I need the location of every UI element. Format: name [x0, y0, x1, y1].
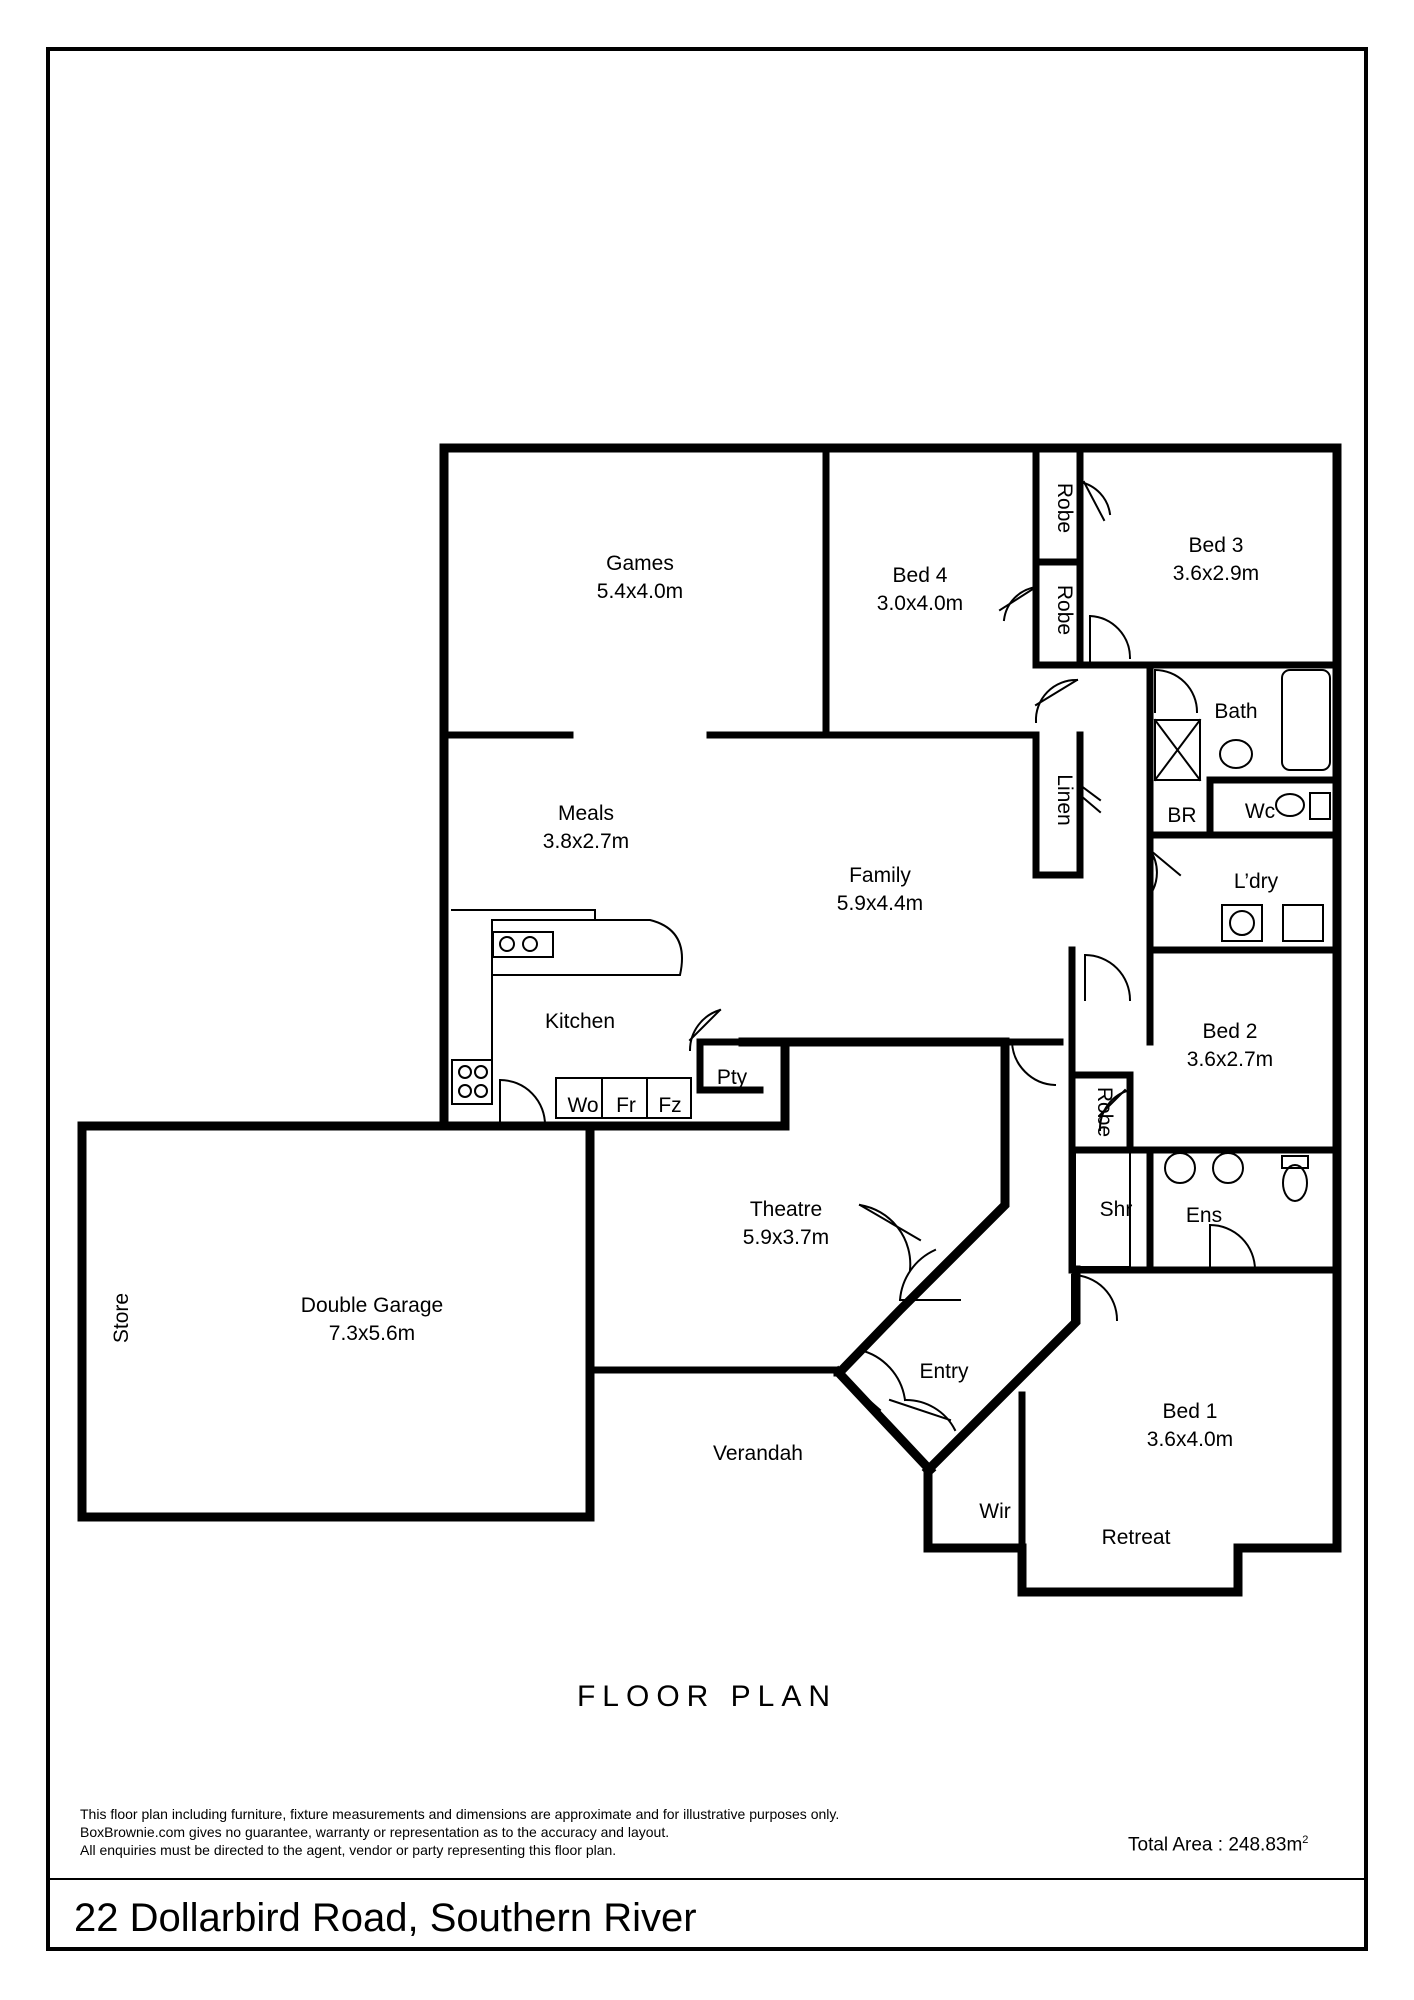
- disclaimer-line: All enquiries must be directed to the ag…: [80, 1842, 617, 1858]
- total-area: Total Area : 248.83m2: [1128, 1834, 1308, 1856]
- room-dim-games: 5.4x4.0m: [597, 580, 683, 603]
- room-label-linen: Linen: [1053, 774, 1076, 825]
- room-label-wir: Wir: [979, 1500, 1010, 1523]
- room-dim-family: 5.9x4.4m: [837, 892, 923, 915]
- room-label-pantry: Pty: [717, 1066, 748, 1089]
- total-area-label: Total Area : 248.83m: [1128, 1834, 1303, 1856]
- room-label-garage: Double Garage: [301, 1294, 443, 1317]
- room-dim-meals: 3.8x2.7m: [543, 830, 629, 853]
- room-label-verandah: Verandah: [713, 1442, 803, 1465]
- room-dim-garage: 7.3x5.6m: [329, 1322, 415, 1345]
- room-label-fr: Fr: [616, 1094, 636, 1117]
- room-label-bed1: Bed 1: [1163, 1400, 1218, 1423]
- room-label-store: Store: [110, 1293, 133, 1343]
- room-label-shr: Shr: [1100, 1198, 1133, 1221]
- room-label-kitchen: Kitchen: [545, 1010, 615, 1033]
- room-label-robe-2: Robe: [1053, 585, 1076, 635]
- room-label-meals: Meals: [558, 802, 614, 825]
- footer-divider: [48, 1878, 1366, 1880]
- room-label-ens: Ens: [1186, 1204, 1222, 1227]
- room-label-bed4: Bed 4: [893, 564, 948, 587]
- room-label-bed2: Bed 2: [1203, 1020, 1258, 1043]
- room-label-br: BR: [1167, 804, 1196, 827]
- room-dim-bed4: 3.0x4.0m: [877, 592, 963, 615]
- room-label-robe-1: Robe: [1053, 483, 1076, 533]
- room-dim-theatre: 5.9x3.7m: [743, 1226, 829, 1249]
- disclaimer: This floor plan including furniture, fix…: [80, 1805, 839, 1859]
- doors: [498, 480, 1257, 1432]
- property-address: 22 Dollarbird Road, Southern River: [74, 1896, 697, 1940]
- page-frame: [46, 47, 1368, 1951]
- room-label-family: Family: [849, 864, 911, 887]
- windows: [219, 447, 1338, 1593]
- fixtures: [451, 669, 1331, 1268]
- room-label-retreat: Retreat: [1102, 1526, 1171, 1549]
- disclaimer-line: BoxBrownie.com gives no guarantee, warra…: [80, 1824, 670, 1840]
- room-label-entry: Entry: [919, 1360, 969, 1383]
- room-label-fz: Fz: [658, 1094, 681, 1117]
- disclaimer-line: This floor plan including furniture, fix…: [80, 1806, 840, 1822]
- room-dim-bed1: 3.6x4.0m: [1147, 1428, 1233, 1451]
- total-area-unit-sup: 2: [1302, 1834, 1309, 1846]
- room-label-bath: Bath: [1214, 700, 1257, 723]
- room-label-bed3: Bed 3: [1189, 534, 1244, 557]
- room-label-robe-3: Robe: [1093, 1087, 1116, 1137]
- room-label-wc: Wc: [1245, 800, 1275, 823]
- room-dim-bed2: 3.6x2.7m: [1187, 1048, 1273, 1071]
- room-label-games: Games: [606, 552, 674, 575]
- room-label-wo: Wo: [567, 1094, 598, 1117]
- plan-title: FLOOR PLAN: [576, 1680, 838, 1713]
- room-label-theatre: Theatre: [750, 1198, 822, 1221]
- room-dim-bed3: 3.6x2.9m: [1173, 562, 1259, 585]
- room-label-laundry: L’dry: [1234, 870, 1279, 893]
